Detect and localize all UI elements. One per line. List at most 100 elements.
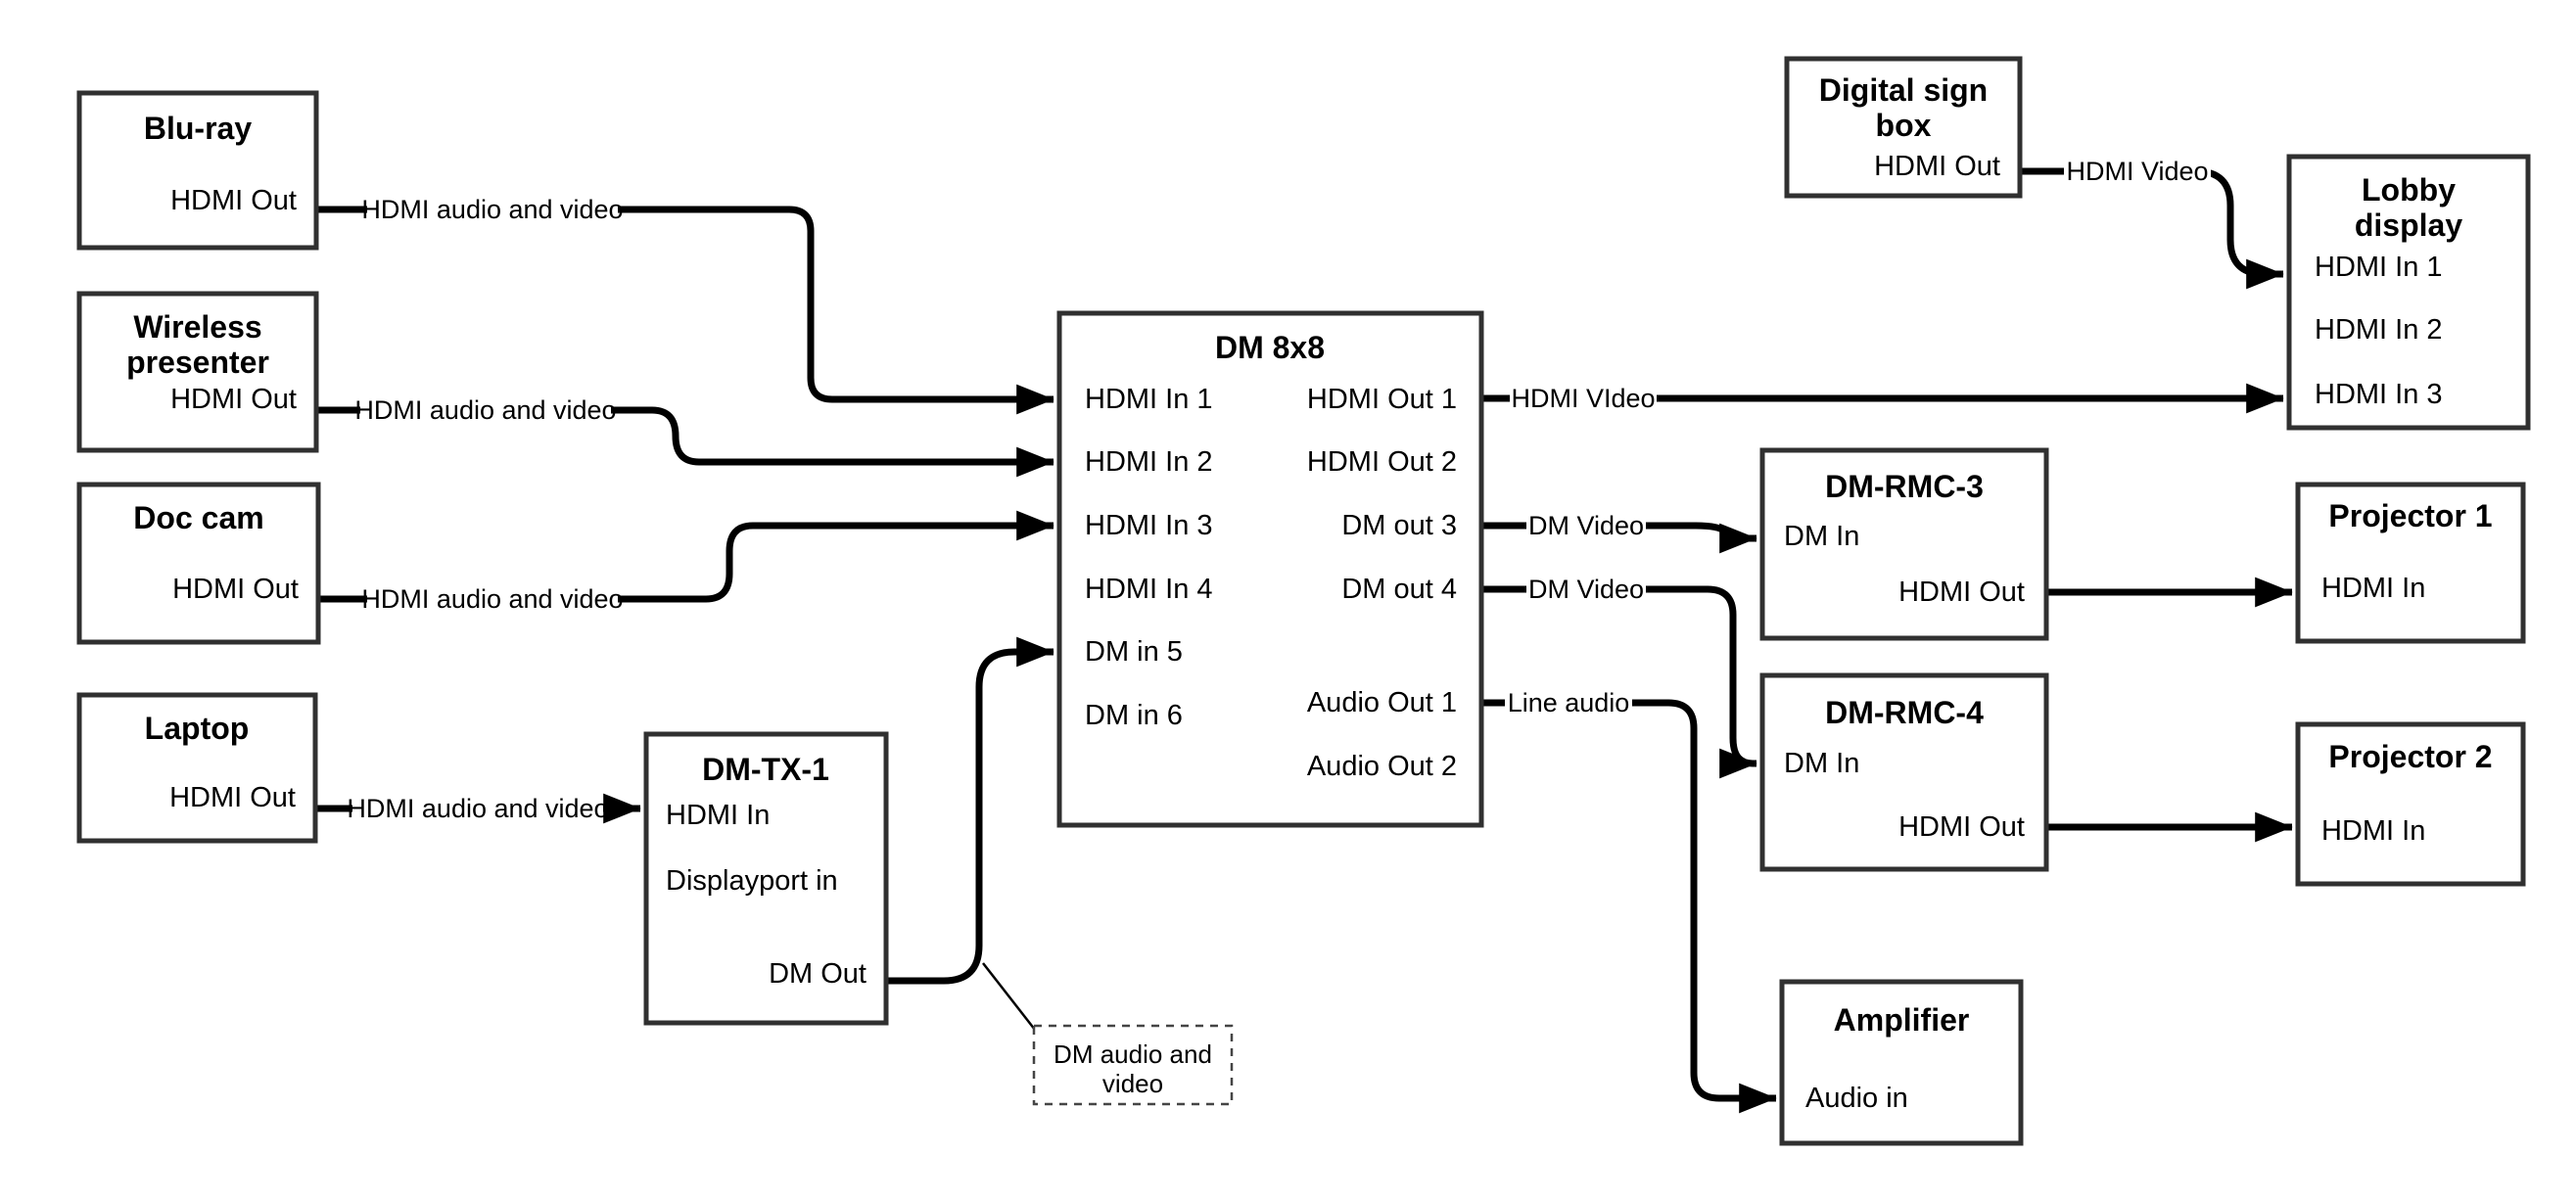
- label-bg: [367, 193, 618, 226]
- label-laptop-line: HDMI audio and video: [347, 794, 608, 823]
- port-lobby-hdmi-in-3: HDMI In 3: [2315, 379, 2443, 410]
- node-digital-sign-box[interactable]: [1784, 56, 2023, 199]
- label-bluray-line: HDMI audio and video: [361, 195, 623, 224]
- node-dmrmc4-title: DM-RMC-4: [1825, 695, 1984, 730]
- node-dmtx1-title: DM-TX-1: [702, 752, 829, 787]
- node-dmrmc3-title: DM-RMC-3: [1825, 469, 1984, 504]
- label-bg: [360, 393, 611, 427]
- connector-labels: HDMI audio and video HDMI audio and vide…: [347, 155, 2211, 825]
- connector-out4-to-rmc4[interactable]: [1481, 585, 1757, 779]
- label-sign-line: HDMI Video: [2066, 157, 2208, 186]
- node-wireless-presenter: Wireless presenter HDMI Out: [76, 291, 319, 453]
- node-wireless-title-line1: Wireless: [133, 309, 261, 345]
- port-digital-sign-hdmi-out: HDMI Out: [1874, 151, 2000, 182]
- port-dmrmc3-dm-in: DM In: [1784, 521, 1859, 552]
- node-projector2-box[interactable]: [2295, 721, 2526, 887]
- note-box[interactable]: [1032, 1024, 1234, 1106]
- node-projector1: Projector 1 HDMI In: [2295, 482, 2526, 644]
- node-doccam: Doc cam HDMI Out: [76, 482, 321, 645]
- node-projector2-title: Projector 2: [2328, 739, 2492, 774]
- note-leader-line: [982, 962, 1036, 1031]
- node-dmrmc3: DM-RMC-3 DM In HDMI Out: [1759, 447, 2049, 641]
- port-dm8x8-audio-out-1: Audio Out 1: [1307, 687, 1457, 718]
- label-bg: [352, 792, 603, 825]
- label-out3-line: DM Video: [1528, 511, 1644, 540]
- node-dm8x8-box[interactable]: [1056, 310, 1484, 828]
- node-amplifier-title: Amplifier: [1834, 1002, 1970, 1038]
- port-bluray-hdmi-out: HDMI Out: [170, 185, 297, 216]
- node-dm8x8-title: DM 8x8: [1215, 330, 1325, 365]
- label-wireless-line: HDMI audio and video: [354, 395, 616, 425]
- node-wireless-title-line2: presenter: [126, 345, 269, 380]
- node-bluray: Blu-ray HDMI Out: [76, 90, 319, 251]
- label-audioout1-line: Line audio: [1508, 688, 1630, 717]
- node-amplifier: Amplifier Audio in: [1779, 979, 2024, 1146]
- port-dm8x8-dm-out-4: DM out 4: [1341, 574, 1457, 605]
- label-bg: [1510, 382, 1657, 415]
- port-dm8x8-hdmi-out-2: HDMI Out 2: [1307, 446, 1457, 478]
- port-lobby-hdmi-in-1: HDMI In 1: [2315, 252, 2443, 283]
- port-laptop-hdmi-out: HDMI Out: [169, 782, 296, 813]
- port-amplifier-audio-in: Audio in: [1805, 1083, 1908, 1114]
- port-projector1-hdmi-in: HDMI In: [2321, 573, 2425, 604]
- port-dmtx1-dm-out: DM Out: [769, 958, 866, 990]
- label-bg: [367, 582, 618, 616]
- node-amplifier-box[interactable]: [1779, 979, 2024, 1146]
- node-laptop: Laptop HDMI Out: [76, 692, 318, 844]
- node-dm8x8: DM 8x8 HDMI In 1 HDMI In 2 HDMI In 3 HDM…: [1056, 310, 1484, 828]
- node-bluray-title: Blu-ray: [144, 111, 252, 146]
- label-bg: [2064, 155, 2211, 188]
- node-digital-sign-title-line1: Digital sign: [1819, 72, 1988, 108]
- port-dm8x8-hdmi-in-2: HDMI In 2: [1085, 446, 1213, 478]
- node-doccam-box[interactable]: [76, 482, 321, 645]
- port-doccam-hdmi-out: HDMI Out: [172, 574, 299, 605]
- node-digital-sign: Digital sign box HDMI Out: [1784, 56, 2023, 199]
- node-bluray-box[interactable]: [76, 90, 319, 251]
- port-dmtx1-hdmi-in: HDMI In: [666, 800, 770, 831]
- label-bg: [1505, 686, 1632, 719]
- port-dm8x8-dm-out-3: DM out 3: [1341, 510, 1457, 541]
- connector-doccam-to-dm8x8[interactable]: [318, 510, 1054, 603]
- node-dmrmc4: DM-RMC-4 DM In HDMI Out: [1759, 672, 2049, 872]
- node-doccam-title: Doc cam: [133, 500, 263, 535]
- node-wireless-box[interactable]: [76, 291, 319, 453]
- port-lobby-hdmi-in-2: HDMI In 2: [2315, 314, 2443, 346]
- label-out1-line: HDMI VIdeo: [1511, 384, 1655, 413]
- label-out4-line: DM Video: [1528, 575, 1644, 604]
- port-dm8x8-audio-out-2: Audio Out 2: [1307, 751, 1457, 782]
- note-text-line2: video: [1102, 1069, 1163, 1098]
- node-laptop-box[interactable]: [76, 692, 318, 844]
- label-doccam-line: HDMI audio and video: [361, 584, 623, 614]
- port-dmrmc3-hdmi-out: HDMI Out: [1898, 577, 2025, 608]
- connector-audioout1-to-amp[interactable]: [1481, 699, 1777, 1114]
- node-dmtx1-box[interactable]: [643, 731, 889, 1026]
- node-laptop-title: Laptop: [145, 711, 250, 746]
- connector-wireless-to-dm8x8[interactable]: [316, 406, 1054, 478]
- node-dmrmc3-box[interactable]: [1759, 447, 2049, 641]
- connector-out3-to-rmc3[interactable]: [1481, 522, 1757, 554]
- node-lobby-title-line2: display: [2355, 208, 2462, 243]
- port-dm8x8-hdmi-in-1: HDMI In 1: [1085, 384, 1213, 415]
- port-dmrmc4-hdmi-out: HDMI Out: [1898, 811, 2025, 843]
- note-dm-audio-video: DM audio and video: [1032, 1024, 1234, 1106]
- node-dmrmc4-box[interactable]: [1759, 672, 2049, 872]
- node-projector2: Projector 2 HDMI In: [2295, 721, 2526, 887]
- port-dm8x8-hdmi-in-4: HDMI In 4: [1085, 574, 1213, 605]
- note-text-line1: DM audio and: [1054, 1039, 1212, 1069]
- label-bg: [1526, 509, 1646, 542]
- node-lobby-title-line1: Lobby: [2362, 172, 2456, 208]
- port-dm8x8-hdmi-in-3: HDMI In 3: [1085, 510, 1213, 541]
- node-lobby-box[interactable]: [2286, 154, 2531, 431]
- port-dm8x8-dm-in-6: DM in 6: [1085, 700, 1183, 731]
- connector-dmtx1-to-dm8x8[interactable]: [886, 636, 1054, 985]
- node-lobby-display: Lobby display HDMI In 1 HDMI In 2 HDMI I…: [2286, 154, 2531, 431]
- port-dmrmc4-dm-in: DM In: [1784, 748, 1859, 779]
- connector-bluray-to-dm8x8[interactable]: [316, 206, 1054, 415]
- label-bg: [1526, 573, 1646, 606]
- port-dm8x8-hdmi-out-1: HDMI Out 1: [1307, 384, 1457, 415]
- port-projector2-hdmi-in: HDMI In: [2321, 815, 2425, 847]
- node-projector1-title: Projector 1: [2328, 498, 2492, 533]
- node-digital-sign-title-line2: box: [1876, 108, 1932, 143]
- node-projector1-box[interactable]: [2295, 482, 2526, 644]
